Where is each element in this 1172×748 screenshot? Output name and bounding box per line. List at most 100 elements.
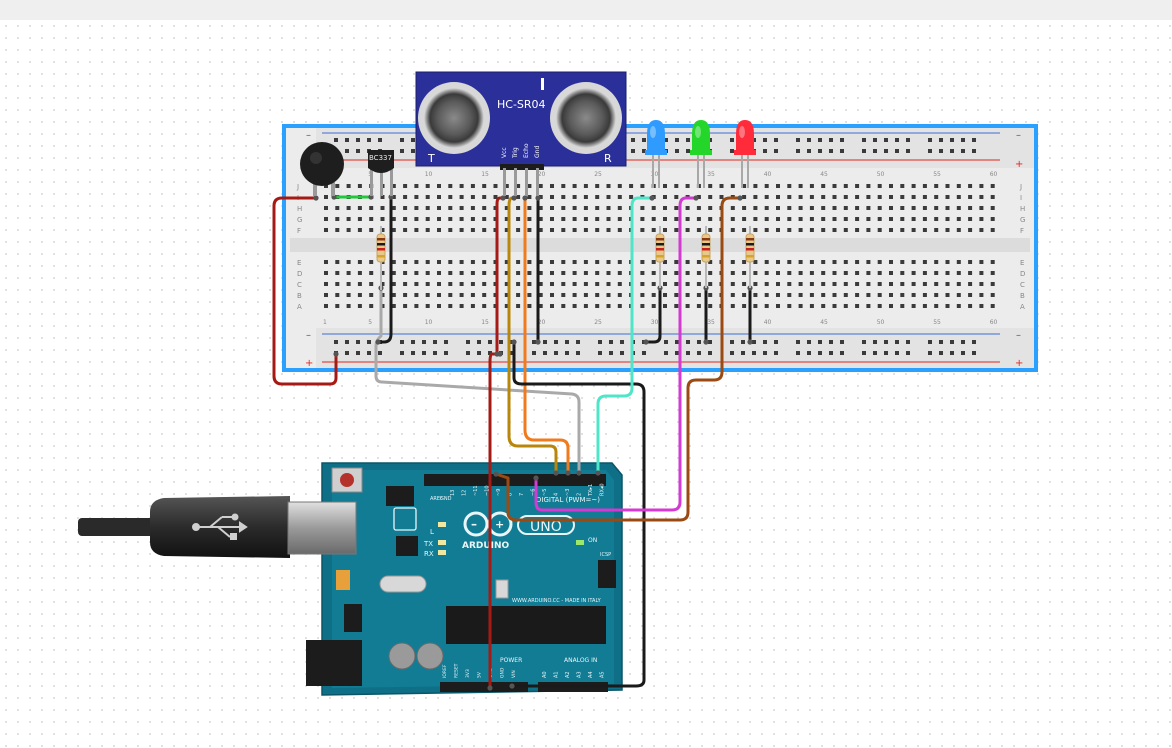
rail-hole[interactable] — [972, 340, 976, 344]
breadboard-hole[interactable] — [617, 206, 622, 210]
rail-hole[interactable] — [367, 138, 371, 142]
breadboard-hole[interactable] — [595, 217, 600, 221]
breadboard-hole[interactable] — [527, 260, 532, 264]
breadboard-hole[interactable] — [911, 206, 916, 210]
breadboard-hole[interactable] — [934, 184, 939, 188]
rail-hole[interactable] — [829, 149, 833, 153]
breadboard-hole[interactable] — [832, 304, 837, 308]
breadboard-hole[interactable] — [934, 195, 939, 199]
breadboard-hole[interactable] — [742, 206, 747, 210]
rail-hole[interactable] — [367, 351, 371, 355]
breadboard-hole[interactable] — [900, 195, 905, 199]
breadboard-hole[interactable] — [391, 217, 396, 221]
breadboard-hole[interactable] — [617, 184, 622, 188]
breadboard-hole[interactable] — [516, 304, 521, 308]
breadboard-hole[interactable] — [990, 282, 995, 286]
breadboard-hole[interactable] — [324, 260, 328, 264]
breadboard-hole[interactable] — [956, 206, 961, 210]
rail-hole[interactable] — [499, 340, 503, 344]
rail-hole[interactable] — [664, 351, 668, 355]
breadboard-hole[interactable] — [843, 282, 848, 286]
breadboard-hole[interactable] — [674, 184, 679, 188]
breadboard-hole[interactable] — [922, 195, 927, 199]
breadboard-hole[interactable] — [776, 184, 780, 188]
breadboard-hole[interactable] — [719, 195, 724, 199]
breadboard-hole[interactable] — [561, 184, 566, 188]
breadboard-hole[interactable] — [369, 293, 374, 297]
breadboard-hole[interactable] — [809, 195, 814, 199]
breadboard-hole[interactable] — [776, 271, 780, 275]
breadboard-hole[interactable] — [821, 260, 826, 264]
breadboard-hole[interactable] — [900, 206, 905, 210]
breadboard-hole[interactable] — [527, 282, 532, 286]
wire-sensor-trig-ochre[interactable] — [507, 196, 558, 475]
breadboard-hole[interactable] — [617, 228, 622, 232]
breadboard-hole[interactable] — [945, 206, 950, 210]
breadboard-hole[interactable] — [968, 228, 973, 232]
breadboard-hole[interactable] — [482, 228, 487, 232]
breadboard-hole[interactable] — [324, 293, 328, 297]
breadboard-hole[interactable] — [448, 184, 453, 188]
breadboard-hole[interactable] — [482, 195, 487, 199]
rail-hole[interactable] — [400, 351, 404, 355]
breadboard-hole[interactable] — [990, 217, 995, 221]
breadboard-hole[interactable] — [866, 217, 871, 221]
digital-header[interactable] — [424, 474, 606, 486]
breadboard-hole[interactable] — [391, 184, 396, 188]
breadboard-hole[interactable] — [437, 260, 441, 264]
rail-hole[interactable] — [708, 340, 712, 344]
rail-hole[interactable] — [774, 351, 778, 355]
breadboard-hole[interactable] — [979, 228, 984, 232]
breadboard-hole[interactable] — [742, 228, 747, 232]
breadboard-hole[interactable] — [470, 228, 475, 232]
breadboard-hole[interactable] — [425, 217, 430, 221]
breadboard-hole[interactable] — [956, 228, 961, 232]
breadboard-hole[interactable] — [832, 195, 837, 199]
breadboard-hole[interactable] — [572, 260, 577, 264]
rail-hole[interactable] — [928, 149, 932, 153]
breadboard-hole[interactable] — [595, 282, 600, 286]
breadboard-hole[interactable] — [855, 304, 860, 308]
rail-hole[interactable] — [532, 351, 536, 355]
breadboard-hole[interactable] — [855, 195, 860, 199]
breadboard-hole[interactable] — [448, 271, 453, 275]
breadboard-hole[interactable] — [685, 184, 690, 188]
breadboard-hole[interactable] — [572, 282, 577, 286]
breadboard-hole[interactable] — [753, 195, 758, 199]
breadboard-hole[interactable] — [934, 271, 939, 275]
rail-hole[interactable] — [411, 340, 415, 344]
transistor-bc337[interactable]: BC337 — [368, 150, 394, 196]
rail-hole[interactable] — [554, 351, 558, 355]
rail-hole[interactable] — [345, 340, 349, 344]
breadboard-hole[interactable] — [877, 271, 882, 275]
breadboard-hole[interactable] — [730, 184, 735, 188]
breadboard-hole[interactable] — [685, 293, 690, 297]
breadboard-hole[interactable] — [663, 206, 667, 210]
breadboard-hole[interactable] — [617, 217, 622, 221]
breadboard-hole[interactable] — [696, 195, 701, 199]
breadboard-hole[interactable] — [369, 217, 374, 221]
breadboard-hole[interactable] — [753, 304, 758, 308]
breadboard-hole[interactable] — [821, 206, 826, 210]
wire-led-blue-teal[interactable] — [596, 196, 654, 475]
wire-rail-to-5v-red[interactable] — [488, 352, 502, 690]
breadboard-hole[interactable] — [482, 304, 487, 308]
rail-hole[interactable] — [356, 138, 360, 142]
rail-hole[interactable] — [576, 340, 580, 344]
breadboard-hole[interactable] — [493, 195, 498, 199]
breadboard-hole[interactable] — [798, 206, 803, 210]
rail-hole[interactable] — [818, 138, 822, 142]
breadboard-hole[interactable] — [448, 195, 453, 199]
breadboard-hole[interactable] — [651, 293, 656, 297]
breadboard-hole[interactable] — [968, 304, 973, 308]
breadboard-hole[interactable] — [391, 228, 396, 232]
rail-hole[interactable] — [972, 149, 976, 153]
breadboard-hole[interactable] — [877, 228, 882, 232]
breadboard-hole[interactable] — [922, 304, 927, 308]
rail-hole[interactable] — [730, 351, 734, 355]
breadboard-hole[interactable] — [821, 195, 826, 199]
rail-hole[interactable] — [378, 351, 382, 355]
breadboard-hole[interactable] — [968, 260, 973, 264]
breadboard-hole[interactable] — [414, 271, 419, 275]
